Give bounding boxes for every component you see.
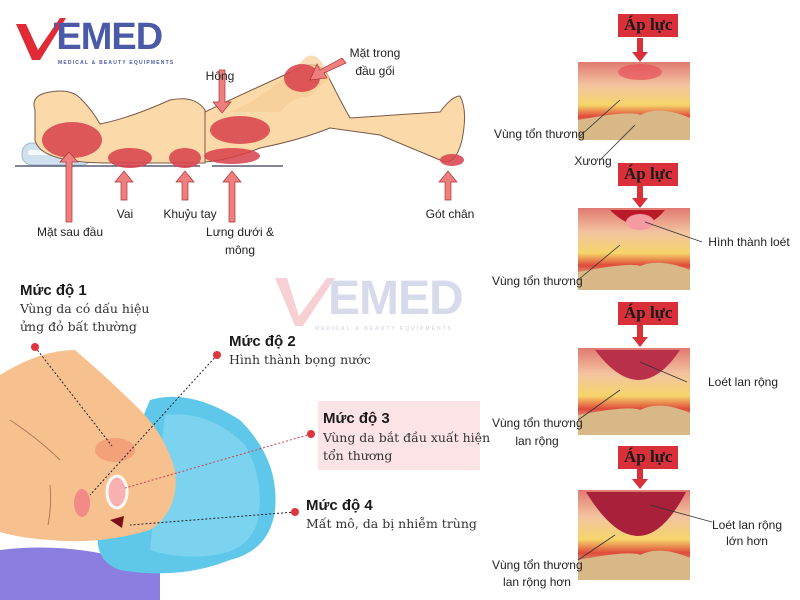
- tissue4-left-label-line1: Vùng tổn thương: [492, 558, 583, 572]
- stage3-desc-line1: Vùng da bắt đầu xuất hiện: [323, 430, 491, 445]
- tissue4-right-label-line1: Loét lan rộng: [711, 518, 783, 532]
- pressure-label-4: Áp lực: [618, 446, 679, 469]
- label-inner-knee-line2: đầu gối: [355, 64, 395, 78]
- stage3-highlight-box: [318, 401, 480, 470]
- stage1-desc-line1: Vùng da có dấu hiệu: [20, 301, 150, 316]
- stage2-title: Mức độ 2: [229, 333, 296, 350]
- tissue-block-3: [578, 348, 690, 435]
- stage1-dot: [31, 343, 39, 351]
- pressure-arrow-1: [632, 38, 648, 62]
- tissue3-right-label: Loét lan rộng: [707, 375, 779, 389]
- arrow-back-of-head: [59, 151, 79, 223]
- pressure-label-2: Áp lực: [618, 163, 679, 186]
- skin-closeup-illustration: [0, 343, 315, 600]
- label-elbow: Khuỷu tay: [163, 207, 217, 221]
- pressure-arrow-3: [632, 325, 648, 347]
- stage3-dot: [307, 430, 315, 438]
- tissue1-left-label: Vùng tổn thương: [494, 127, 585, 141]
- label-heel: Gót chân: [425, 207, 475, 221]
- stage1-title: Mức độ 1: [20, 282, 87, 299]
- label-hip: Hông: [205, 69, 235, 83]
- pressure-zone-elbow: [169, 148, 201, 168]
- stage1-desc-line2: ửng đỏ bất thường: [20, 319, 137, 334]
- tissue3-left-label-line1: Vùng tổn thương: [492, 416, 583, 430]
- tissue-block-1: [578, 62, 690, 140]
- lesion-stage1: [95, 438, 135, 462]
- pressure-zone-heel: [440, 154, 464, 166]
- skin-body: [0, 350, 176, 542]
- logo-tagline: MEDICAL & BEAUTY EQUIPMENTS: [58, 60, 175, 66]
- tissue-cross-sections: [577, 38, 713, 580]
- logo-wordmark: VEMED: [32, 16, 163, 58]
- arrow-knee: [309, 57, 347, 81]
- pressure-zone-lower-back: [204, 148, 260, 164]
- pressure-arrow-2: [632, 186, 648, 208]
- pressure-zone-shoulder: [108, 148, 152, 168]
- stage4-desc-line1: Mất mô, da bị nhiễm trùng: [306, 516, 477, 531]
- stage4-title: Mức độ 4: [306, 497, 373, 514]
- tissue1-bottom-label: Xương: [574, 154, 612, 168]
- stage3-title: Mức độ 3: [323, 410, 390, 427]
- label-back-of-head: Mặt sau đầu: [36, 225, 104, 239]
- watermark-logo: VEMED MEDICAL & BEAUTY EQUIPMENTS: [275, 276, 485, 336]
- label-shoulder: Vai: [116, 207, 134, 221]
- pressure-zone-knee: [284, 64, 320, 92]
- pressure-zone-head: [42, 122, 102, 158]
- arrow-elbow: [175, 170, 195, 201]
- pressure-label-1: Áp lực: [618, 14, 679, 37]
- watermark-tagline: MEDICAL & BEAUTY EQUIPMENTS: [315, 326, 453, 332]
- tissue2-right-label: Hình thành loét: [708, 235, 790, 249]
- stage2-dot: [213, 351, 221, 359]
- tissue-block-2: [578, 208, 690, 290]
- lesion-stage3: [105, 474, 129, 510]
- tissue4-left-label-line2: lan rộng hơn: [503, 575, 571, 589]
- pressure-label-3: Áp lực: [618, 302, 679, 325]
- logo-v-mark: [16, 18, 66, 60]
- label-lower-back-line2: mông: [224, 243, 256, 257]
- tissue2-left-label: Vùng tổn thương: [492, 274, 583, 288]
- stage2-desc-line1: Hình thành bọng nước: [229, 352, 371, 367]
- body-pressure-diagram: [15, 55, 466, 223]
- arrow-hip: [212, 69, 232, 114]
- pressure-arrow-4: [632, 467, 648, 489]
- tissue4-right-label-line2: lớn hơn: [726, 534, 768, 548]
- pressure-zone-hip: [210, 116, 270, 144]
- brand-logo: VEMED MEDICAL & BEAUTY EQUIPMENTS: [14, 16, 173, 68]
- stage3-desc-line2: tổn thương: [323, 448, 393, 463]
- label-lower-back-line1: Lưng dưới &: [206, 225, 274, 239]
- tissue-block-4: [578, 490, 690, 580]
- lesion-stage2: [74, 489, 90, 517]
- label-inner-knee-line1: Mặt trong: [349, 46, 401, 60]
- lesion-stage4: [110, 516, 124, 528]
- watermark-wordmark: VEMED: [297, 272, 463, 325]
- arrow-shoulder: [114, 170, 134, 201]
- arrow-heel: [438, 170, 458, 201]
- arrow-lower-back: [222, 170, 242, 223]
- stage4-dot: [291, 508, 299, 516]
- body-legs: [204, 64, 466, 163]
- tissue3-left-label-line2: lan rộng: [515, 434, 559, 448]
